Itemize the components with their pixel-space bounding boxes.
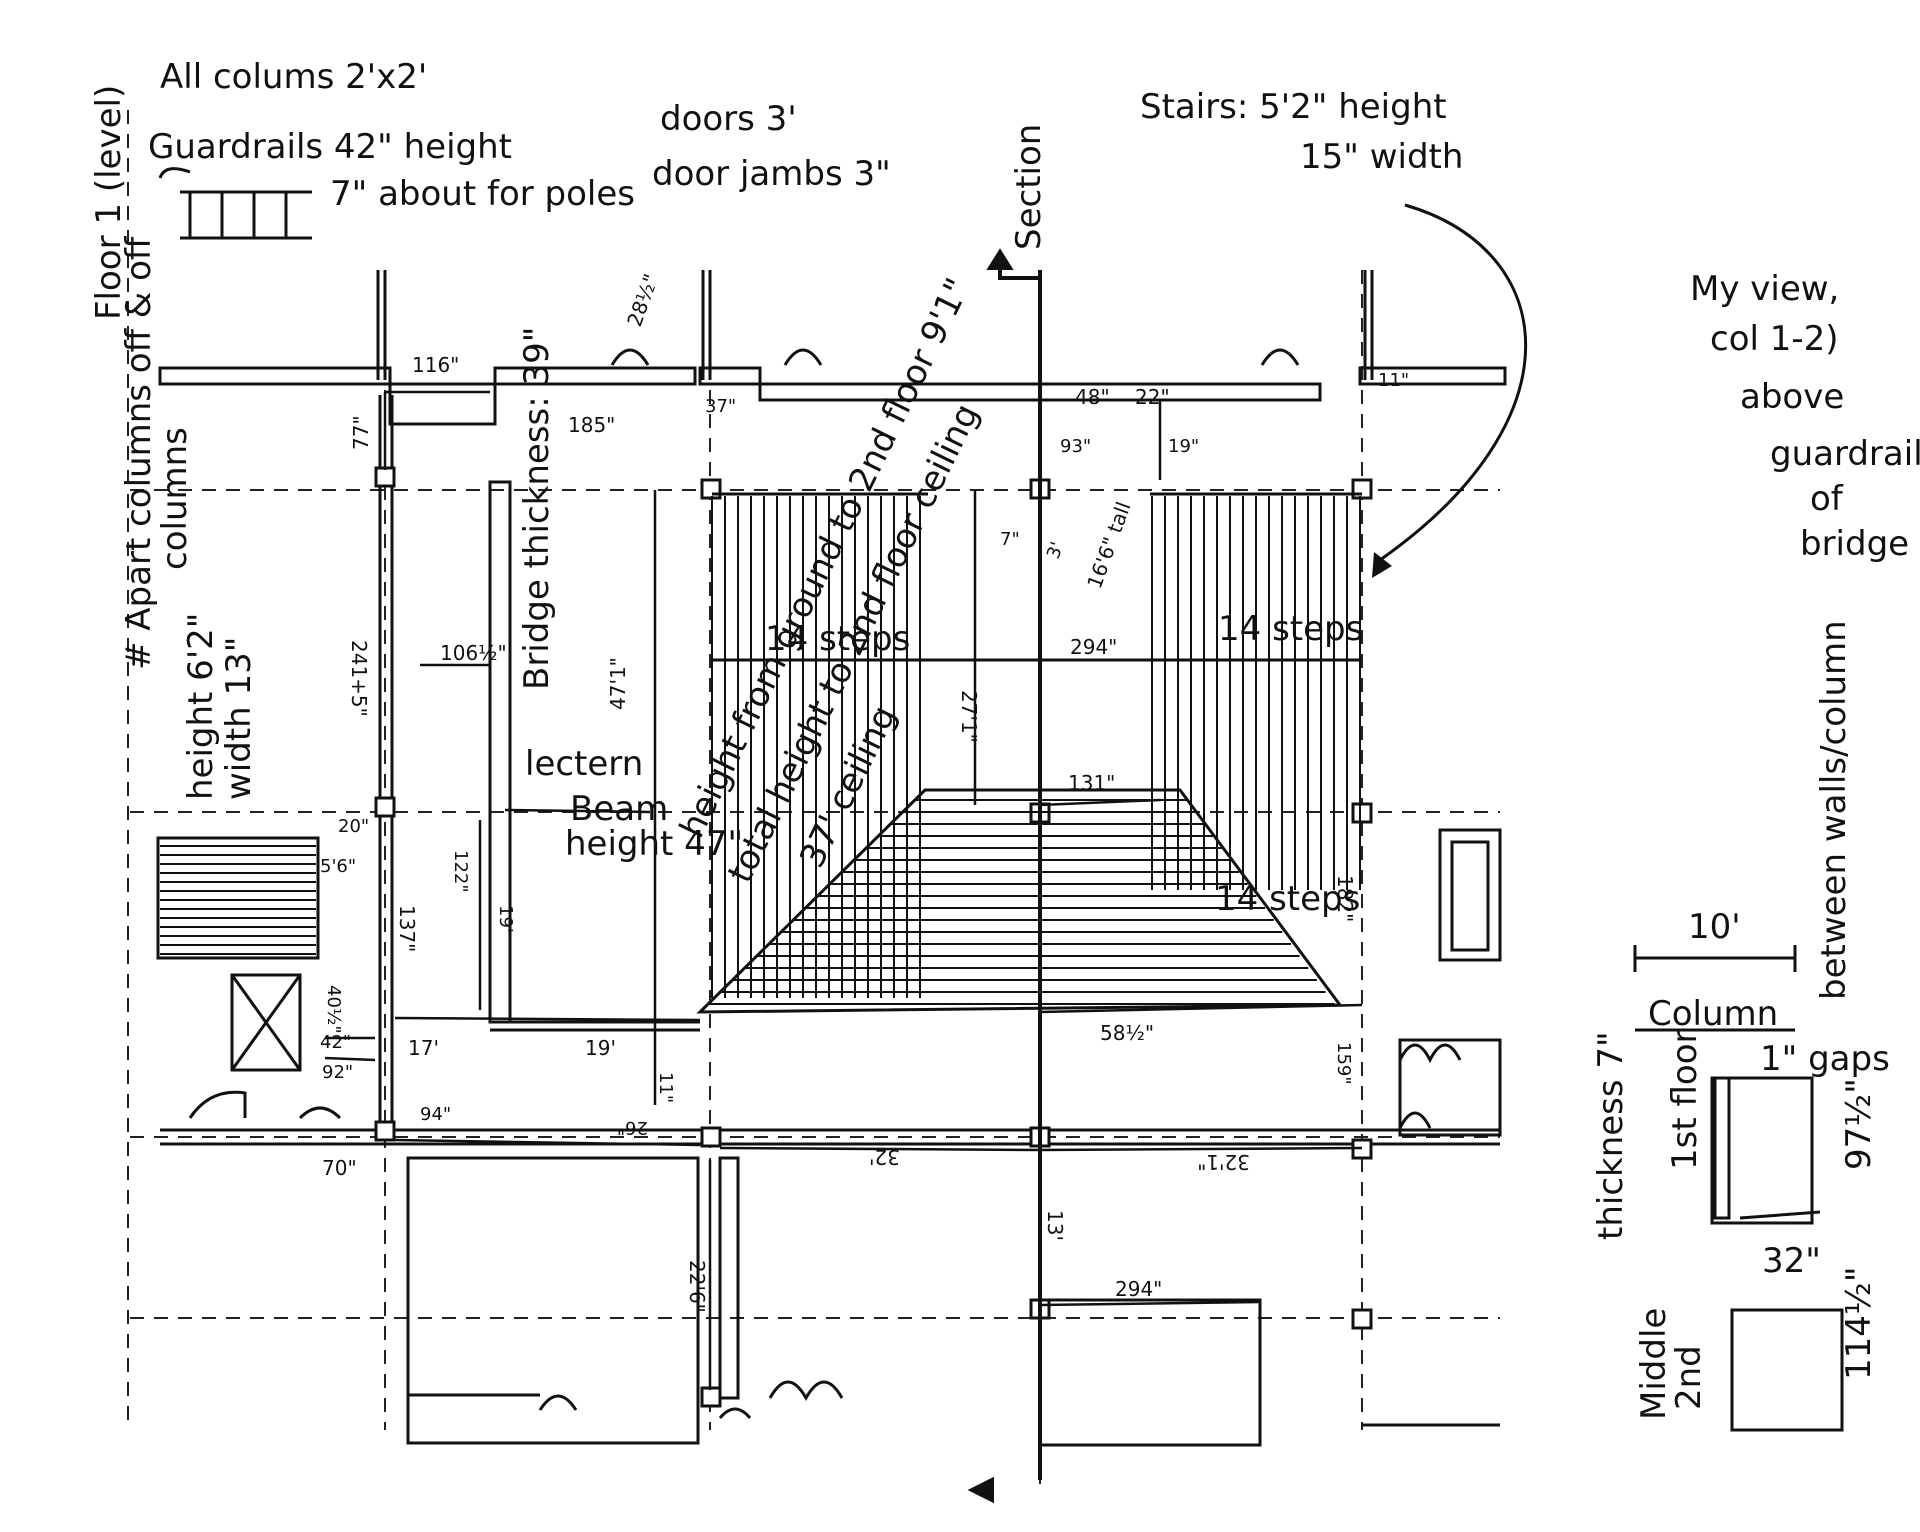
note-lectern: lectern <box>525 744 643 784</box>
dim-19: 19" <box>1168 436 1199 457</box>
note-columns-apart: # Apart columns off & off <box>119 235 159 670</box>
section-arrow <box>967 248 1042 1504</box>
column <box>374 466 396 488</box>
note-columns: All colums 2'x2' <box>160 57 427 97</box>
dim-26: 26" <box>617 1117 648 1138</box>
note-my-view-1: My view, <box>1690 269 1839 309</box>
dim-116: 116" <box>412 353 459 377</box>
dim-92: 92" <box>322 1062 353 1083</box>
note-guardrails: Guardrails 42" height <box>148 127 512 167</box>
dim-32-2: 32'1" <box>1197 1150 1250 1174</box>
dim-77: 77" <box>349 415 373 450</box>
diag-label-column: Column <box>1648 994 1778 1034</box>
dim-32-1: 32' <box>869 1145 900 1169</box>
dim-5-6: 5'6" <box>320 856 356 877</box>
dim-47a: 47'1" <box>606 657 630 710</box>
dim-241: 241+5" <box>347 640 371 717</box>
label-steps-bottom: 14 steps <box>1215 879 1360 919</box>
dim-294-bot: 294" <box>1115 1277 1162 1301</box>
note-my-view-6: bridge <box>1800 524 1909 564</box>
dim-185: 185" <box>568 413 615 437</box>
dim-7: 7" <box>1000 529 1020 550</box>
view-arrow <box>1379 203 1527 562</box>
note-height-from-ground: height from ground to 2nd floor 9'1" <box>672 272 978 844</box>
diag-label-middle: Middle <box>1634 1308 1674 1420</box>
column <box>1351 802 1373 824</box>
dimension-lines <box>324 390 1363 1390</box>
note-ledge-width: width 13" <box>219 637 259 800</box>
dim-294-top: 294" <box>1070 635 1117 659</box>
column <box>374 796 396 818</box>
dim-182: 182" <box>1333 875 1357 922</box>
dim-159: 159" <box>1333 1042 1354 1085</box>
dim-40: 40½" <box>323 985 344 1034</box>
note-beam: Beam <box>570 789 668 829</box>
dim-42: 42" <box>320 1032 351 1053</box>
note-guardrails-poles: 7" about for poles <box>330 174 635 214</box>
dim-137: 137" <box>395 905 419 952</box>
columns <box>374 466 1373 1408</box>
note-door-jambs: door jambs 3" <box>652 154 891 194</box>
label-steps-right: 14 steps <box>1218 609 1363 649</box>
dim-3: 3' <box>1043 539 1068 562</box>
note-my-view-3: above <box>1740 377 1844 417</box>
grid-lines <box>127 110 1500 1490</box>
dim-19-1: 19' <box>495 905 516 933</box>
dim-13-1: 13' <box>1043 1210 1067 1241</box>
dim-94: 94" <box>420 1104 451 1125</box>
dim-22: 22" <box>1135 385 1170 409</box>
dim-22-6: 22'6" <box>685 1260 709 1313</box>
note-my-view-4: guardrail <box>1770 434 1920 474</box>
column <box>700 1126 722 1148</box>
dim-70: 70" <box>322 1156 357 1180</box>
label-steps-left: 14 steps <box>765 619 910 659</box>
diag-label-gaps: 1" gaps <box>1760 1039 1890 1079</box>
note-ledge-height: height 6'2" <box>181 613 221 800</box>
dim-131: 131" <box>1068 771 1115 795</box>
note-my-view-2: col 1-2) <box>1710 319 1839 359</box>
stair-run-right <box>1151 496 1361 890</box>
dim-37: 37" <box>705 396 736 417</box>
note-my-view-5: of <box>1810 479 1844 519</box>
diag-label-114: 114½" <box>1839 1267 1879 1381</box>
column <box>374 1120 396 1142</box>
note-stairs-width: 15" width <box>1300 137 1463 177</box>
diag-label-2nd: 2nd <box>1669 1345 1709 1410</box>
dim-58: 58½" <box>1100 1021 1154 1045</box>
detail-diagram <box>1633 945 1844 1432</box>
column <box>700 1386 722 1408</box>
stair-run-small <box>160 845 316 955</box>
note-columns-word: columns <box>155 427 195 570</box>
dim-48: 48" <box>1075 385 1110 409</box>
note-bridge-thickness: Bridge thickness: 39" <box>517 327 557 690</box>
dim-28: 28½" <box>622 271 663 330</box>
diag-label-between: between walls/column <box>1814 620 1854 1000</box>
guardrail-sketch-icon <box>158 167 312 240</box>
dim-11a: 11" <box>1378 370 1409 391</box>
diag-label-97: 97½" <box>1839 1078 1879 1170</box>
dim-17: 17' <box>408 1036 439 1060</box>
note-floor-label: Floor 1 (level) <box>89 85 129 320</box>
note-doors: doors 3' <box>660 99 797 139</box>
dim-11b: 11" <box>655 1072 676 1103</box>
dim-16-6: 16'6" tall <box>1082 499 1135 592</box>
diag-label-10: 10' <box>1688 907 1741 947</box>
diag-label-1st-floor: 1st floor <box>1665 1029 1705 1170</box>
note-stairs-height: Stairs: 5'2" height <box>1140 87 1447 127</box>
section-label: Section <box>1009 124 1049 250</box>
stair-outlines <box>696 492 1362 1014</box>
dim-106: 106½" <box>440 641 507 665</box>
diag-label-32: 32" <box>1762 1241 1821 1281</box>
note-height-47-line1: height 47" <box>565 824 743 864</box>
dim-93: 93" <box>1060 436 1091 457</box>
stair-run-left <box>711 496 921 998</box>
stair-run-landing <box>708 799 1335 1005</box>
dim-20: 20" <box>338 816 369 837</box>
dim-122: 122" <box>450 850 471 893</box>
dim-271: 27'1" <box>957 690 981 743</box>
diag-label-thickness: thickness 7" <box>1591 1031 1631 1240</box>
dim-19-2: 19' <box>585 1036 616 1060</box>
column <box>1351 1308 1373 1330</box>
